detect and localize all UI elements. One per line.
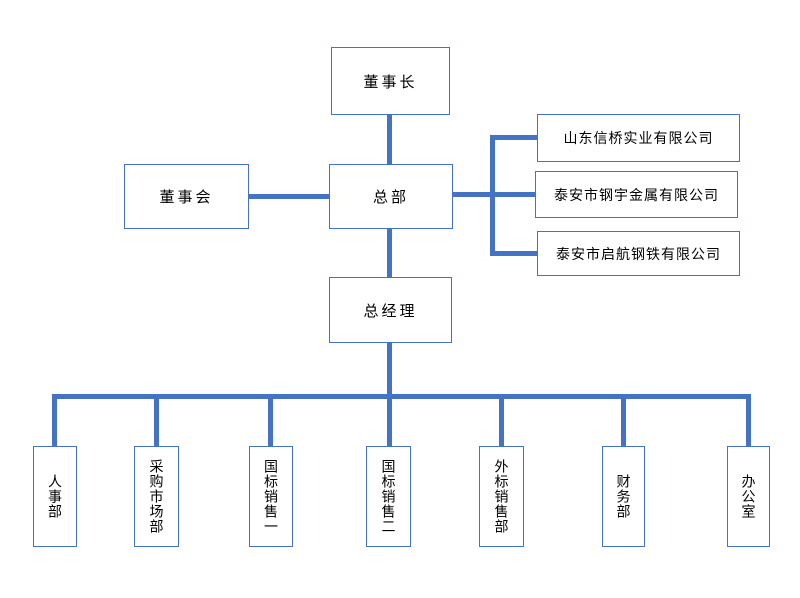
connector-drop-dept3 <box>268 397 273 446</box>
node-headquarters-label: 总部 <box>372 189 409 206</box>
node-dept-national-sales-2: 国标销售二 <box>366 446 411 547</box>
node-general-manager-label: 总经理 <box>363 302 418 320</box>
node-company-2: 泰安市钢宇金属有限公司 <box>535 171 738 218</box>
node-dept-hr: 人事部 <box>33 446 77 547</box>
connector-department-bus <box>52 394 751 399</box>
connector-drop-dept1 <box>52 397 57 446</box>
node-company-2-label: 泰安市钢宇金属有限公司 <box>554 186 719 203</box>
node-board: 董事会 <box>124 164 249 229</box>
node-dept-finance: 财务部 <box>602 446 645 547</box>
node-board-label: 董事会 <box>159 189 214 206</box>
node-dept-finance-label: 财务部 <box>615 474 632 519</box>
connector-drop-dept6 <box>621 397 626 446</box>
connector-hq-gm <box>387 229 392 277</box>
connector-drop-dept7 <box>746 397 751 446</box>
node-company-3: 泰安市启航钢铁有限公司 <box>537 231 740 276</box>
node-general-manager: 总经理 <box>329 277 452 343</box>
connector-company-spine <box>490 135 495 256</box>
node-company-1-label: 山东信桥实业有限公司 <box>563 130 714 146</box>
connector-chairman-hq <box>387 115 392 164</box>
node-dept-national-sales-1: 国标销售一 <box>249 446 293 547</box>
node-dept-office-label: 办公室 <box>740 474 757 519</box>
connector-board-hq <box>249 194 329 199</box>
connector-drop-dept5 <box>499 397 504 446</box>
connector-spine-company3 <box>490 251 537 256</box>
node-chairman-label: 董事长 <box>363 73 418 91</box>
connector-drop-dept2 <box>154 397 159 446</box>
node-dept-national-sales-1-label: 国标销售一 <box>263 459 279 534</box>
node-dept-external-sales-label: 外标销售部 <box>493 459 510 534</box>
node-headquarters: 总部 <box>329 164 453 229</box>
node-dept-hr-label: 人事部 <box>47 474 63 519</box>
node-dept-procurement-market-label: 采购市场部 <box>148 459 165 534</box>
node-company-3-label: 泰安市启航钢铁有限公司 <box>556 245 721 262</box>
node-dept-office: 办公室 <box>727 446 770 547</box>
connector-spine-company1 <box>490 135 537 140</box>
node-dept-procurement-market: 采购市场部 <box>134 446 179 547</box>
node-dept-national-sales-2-label: 国标销售二 <box>380 459 397 534</box>
node-company-1: 山东信桥实业有限公司 <box>537 114 740 162</box>
node-chairman: 董事长 <box>331 47 450 115</box>
node-dept-external-sales: 外标销售部 <box>479 446 524 547</box>
